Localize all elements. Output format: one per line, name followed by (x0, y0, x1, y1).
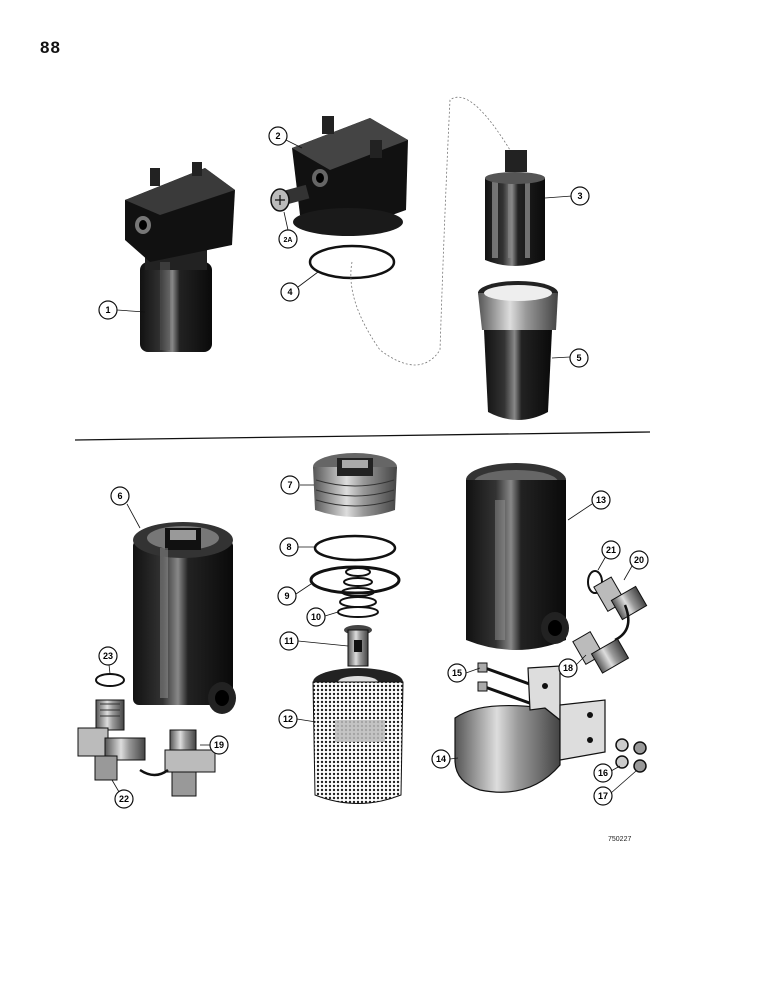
svg-text:15: 15 (452, 668, 462, 678)
svg-text:5: 5 (576, 353, 581, 363)
callout-1: 1 (98, 300, 118, 320)
section-divider (74, 431, 651, 441)
svg-text:21: 21 (606, 545, 616, 555)
callout-19: 19 (209, 735, 229, 755)
callout-7: 7 (280, 475, 300, 495)
svg-text:2A: 2A (284, 237, 293, 244)
callout-2: 2 (268, 126, 288, 146)
callout-9: 9 (277, 586, 297, 606)
svg-text:23: 23 (103, 651, 113, 661)
callout-16: 16 (593, 763, 613, 783)
part-15-bolts (477, 662, 536, 707)
svg-text:10: 10 (311, 612, 321, 622)
svg-text:14: 14 (436, 754, 446, 764)
page-number: 88 (40, 38, 61, 57)
svg-text:22: 22 (119, 794, 129, 804)
svg-text:18: 18 (563, 663, 573, 673)
svg-text:13: 13 (596, 495, 606, 505)
callout-8: 8 (279, 537, 299, 557)
part-14-clamp (454, 665, 606, 793)
part-3-filter-element (485, 150, 545, 266)
assembly-guide-line (350, 96, 511, 366)
leader-lines (107, 139, 637, 798)
part-6-filter-canister (133, 522, 236, 714)
svg-text:3: 3 (577, 191, 582, 201)
part-2a-plug (270, 184, 310, 212)
callout-2a: 2A (278, 229, 298, 249)
callout-6: 6 (110, 486, 130, 506)
part-7-cap (313, 453, 397, 517)
part-22-tee-fitting (77, 699, 146, 781)
callout-17: 17 (593, 786, 613, 806)
callout-14: 14 (431, 749, 451, 769)
part-4-o-ring (308, 244, 396, 280)
callout-15: 15 (447, 663, 467, 683)
callout-22: 22 (114, 789, 134, 809)
part-20-fitting (593, 576, 648, 642)
part-9-gasket (309, 565, 401, 595)
callout-18: 18 (558, 658, 578, 678)
svg-text:9: 9 (284, 591, 289, 601)
svg-text:8: 8 (286, 542, 291, 552)
part-23-o-ring (95, 673, 125, 687)
svg-text:20: 20 (634, 555, 644, 565)
part-11-valve (344, 625, 372, 667)
part-5-filter-bowl (478, 281, 558, 420)
part-16-lockwashers (615, 738, 629, 769)
art-number: 750227 (608, 836, 632, 843)
part-12-filter-element (312, 668, 404, 804)
part-1-filter-assembly (125, 162, 235, 352)
svg-text:11: 11 (284, 636, 294, 646)
svg-text:12: 12 (283, 714, 293, 724)
callout-13: 13 (591, 490, 611, 510)
callout-12: 12 (278, 709, 298, 729)
svg-text:4: 4 (287, 287, 292, 297)
callout-23: 23 (98, 646, 118, 666)
svg-text:16: 16 (598, 768, 608, 778)
callout-21: 21 (601, 540, 621, 560)
callout-10: 10 (306, 607, 326, 627)
callout-3: 3 (570, 186, 590, 206)
svg-text:19: 19 (214, 740, 224, 750)
svg-text:2: 2 (275, 131, 280, 141)
svg-text:1: 1 (105, 305, 110, 315)
part-17-nuts (633, 741, 647, 773)
part-8-ring (313, 534, 397, 562)
part-2-filter-head (292, 116, 408, 236)
callout-4: 4 (280, 282, 300, 302)
svg-text:6: 6 (117, 491, 122, 501)
svg-text:17: 17 (598, 791, 608, 801)
callout-11: 11 (279, 631, 299, 651)
callout-5: 5 (569, 348, 589, 368)
part-19-tee-fitting (139, 729, 216, 797)
part-18-fitting (572, 631, 630, 674)
part-13-housing (466, 463, 569, 650)
svg-text:7: 7 (287, 480, 292, 490)
callout-20: 20 (629, 550, 649, 570)
